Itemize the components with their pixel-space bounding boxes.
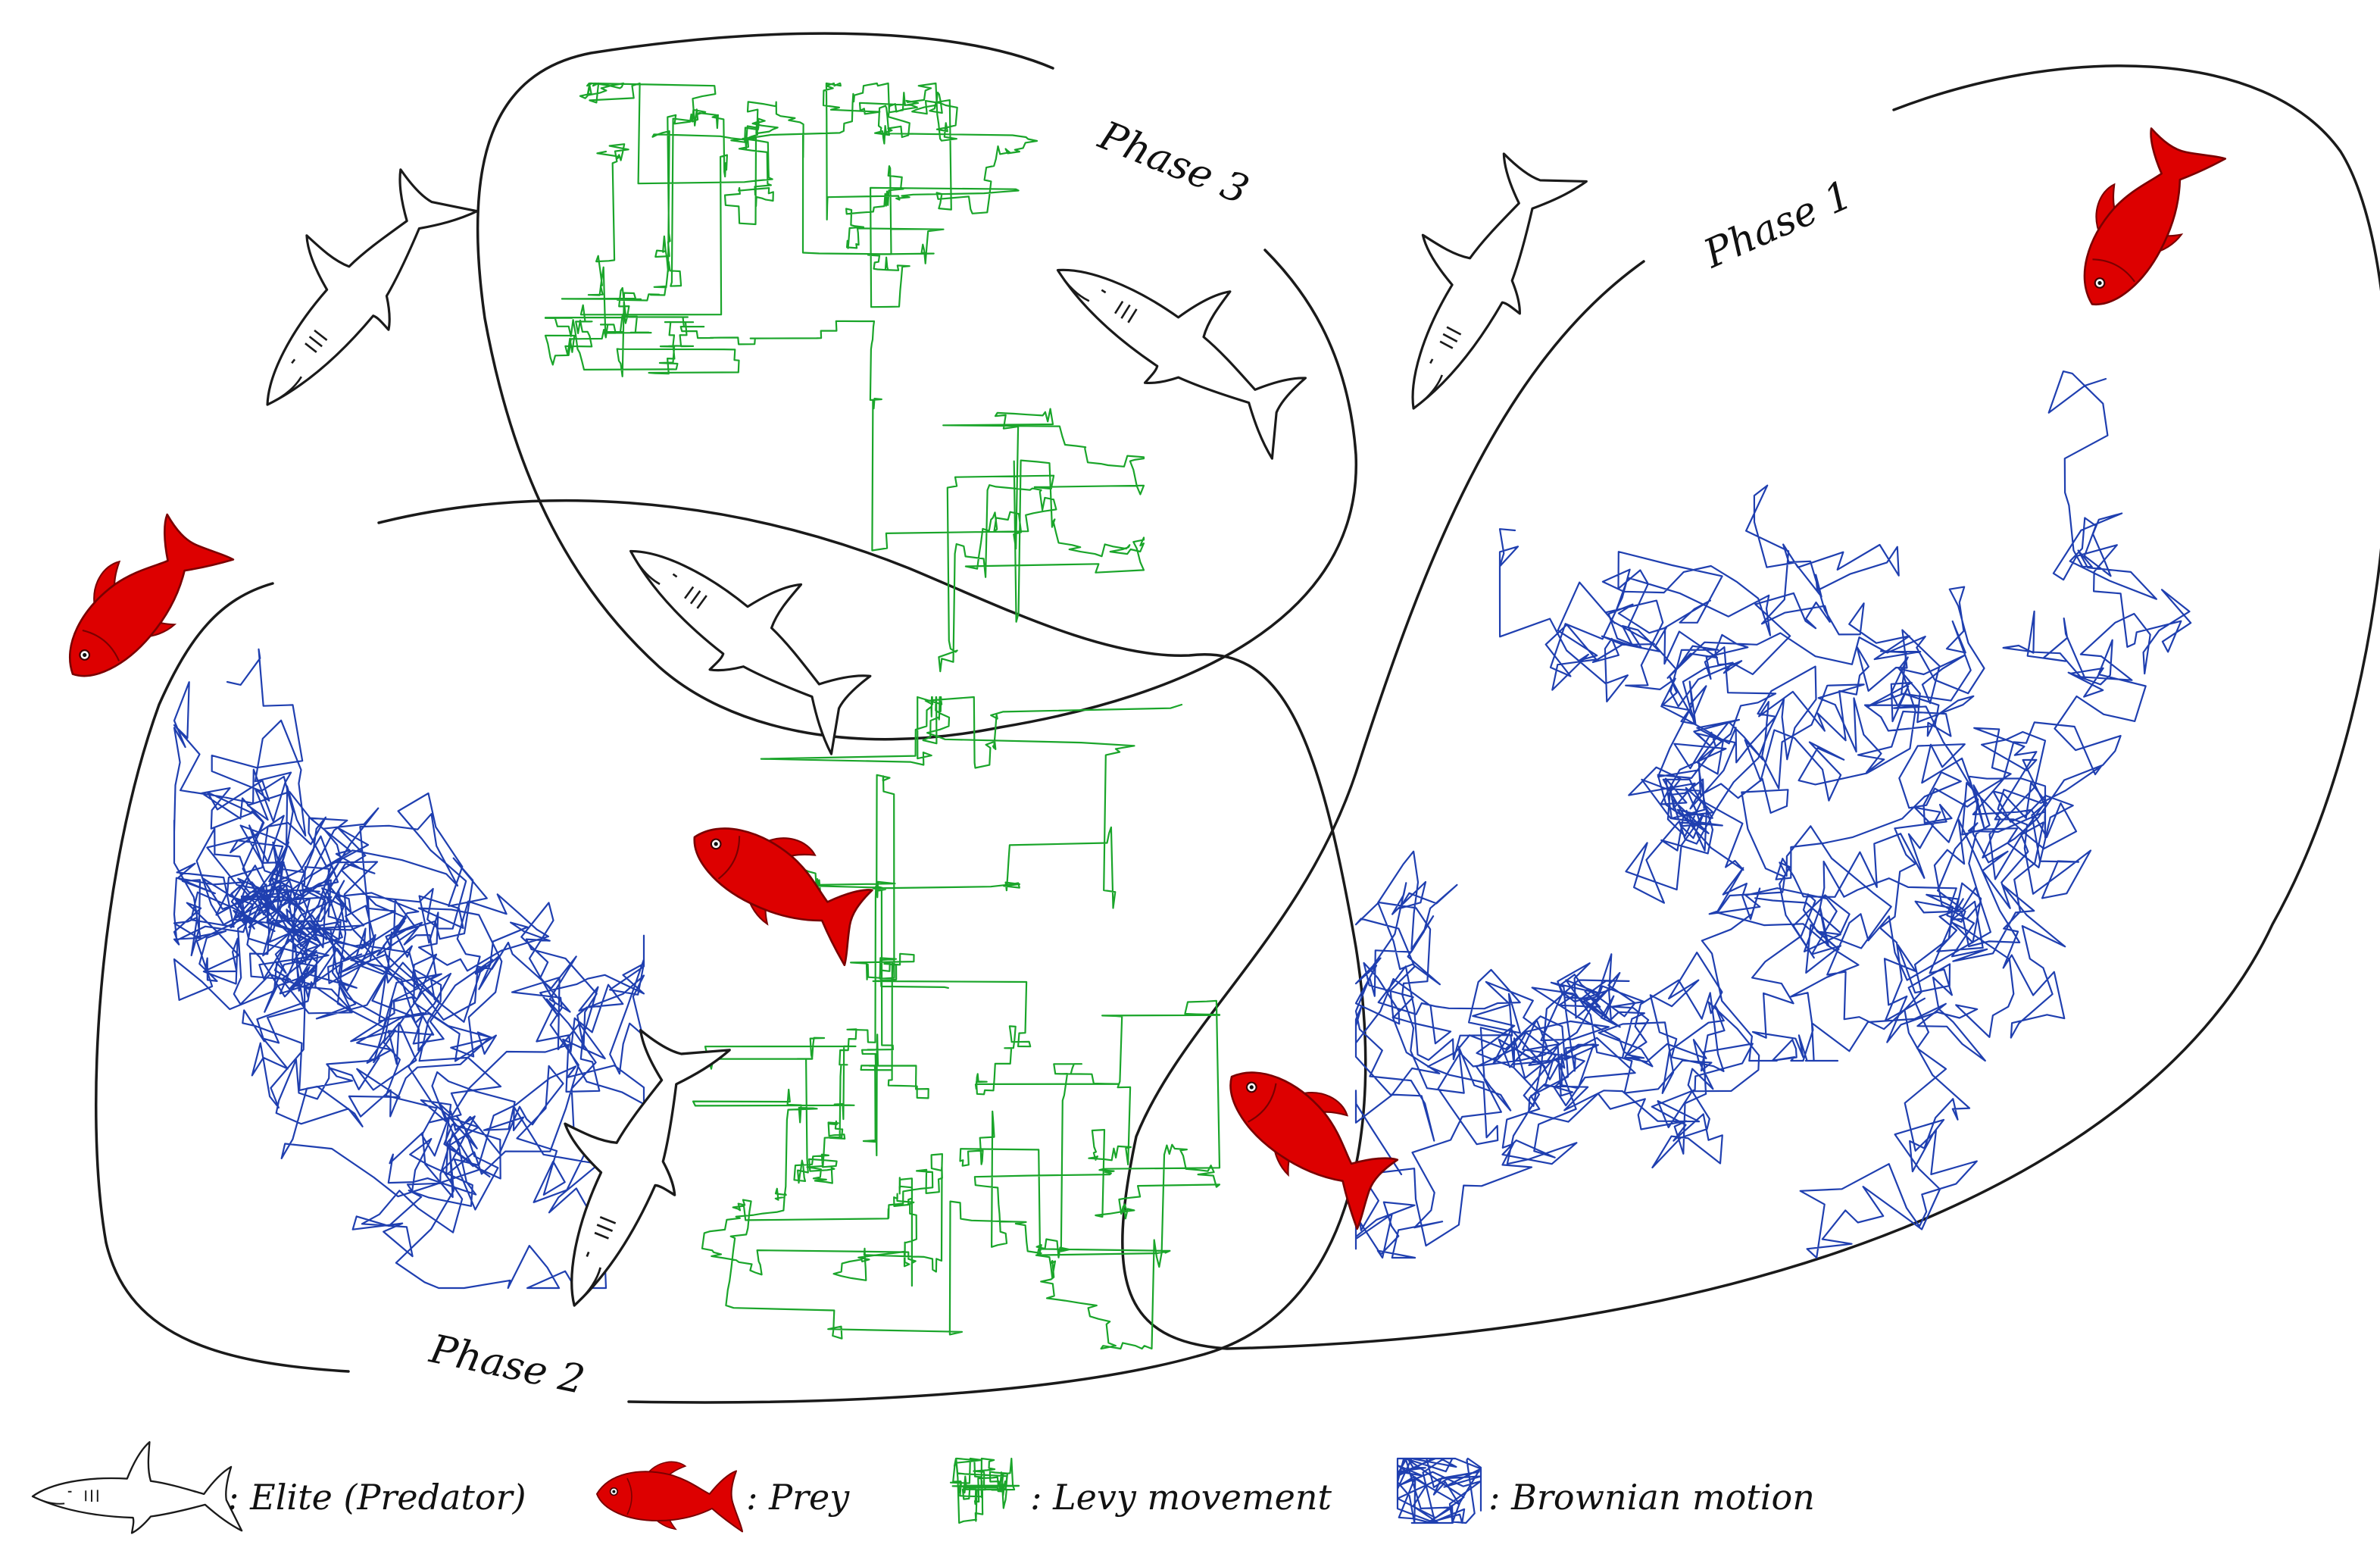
phase-1-boundary [1121,64,2380,1350]
legend-item-levy: : Levy movement [949,1457,1332,1524]
legend-label-levy: : Levy movement [1030,1477,1332,1518]
legend: : Elite (Predator) : Prey : Levy movemen… [31,1441,1815,1534]
brownian-swatch [1396,1457,1482,1524]
levy-trail-phase-2 [692,696,1221,1350]
phase-3-label: Phase 3 [1092,113,1254,214]
brownian-trail-phase-1 [1625,371,2192,1259]
levy-swatch [949,1457,1020,1524]
legend-label-prey: : Prey [746,1477,850,1518]
legend-label-brownian: : Brownian motion [1488,1477,1815,1518]
fish-icon [39,499,235,707]
shark-icon [1348,124,1591,433]
fish-icon [1201,1041,1412,1230]
fish-icon [595,1461,744,1533]
shark-icon [600,490,903,758]
brownian-trail-phase-1-upper [1498,484,2047,1062]
phase-1-label: Phase 1 [1697,172,1859,277]
shark-icon [31,1441,243,1534]
levy-trail-phase-3 [544,82,1145,673]
legend-item-brownian: : Brownian motion [1396,1457,1815,1524]
legend-item-predator: : Elite (Predator) [31,1441,526,1534]
legend-label-predator: : Elite (Predator) [227,1477,526,1518]
brownian-trail-phase-2 [173,648,645,1290]
levy-trail-icon [949,1457,1020,1524]
phase-2-boundary [95,499,1367,1404]
legend-item-prey: : Prey [595,1461,850,1533]
phase-3-boundary [476,32,1357,741]
movement-trails [173,82,2192,1350]
shark-icon [1030,207,1337,463]
fish-icon [2054,114,2227,329]
brownian-trail-phase-1-lower [1354,850,1760,1259]
fish-icon [672,798,886,967]
brownian-trail-icon [1396,1457,1482,1524]
phase-2-label: Phase 2 [425,1326,589,1403]
shark-icon [208,136,481,436]
